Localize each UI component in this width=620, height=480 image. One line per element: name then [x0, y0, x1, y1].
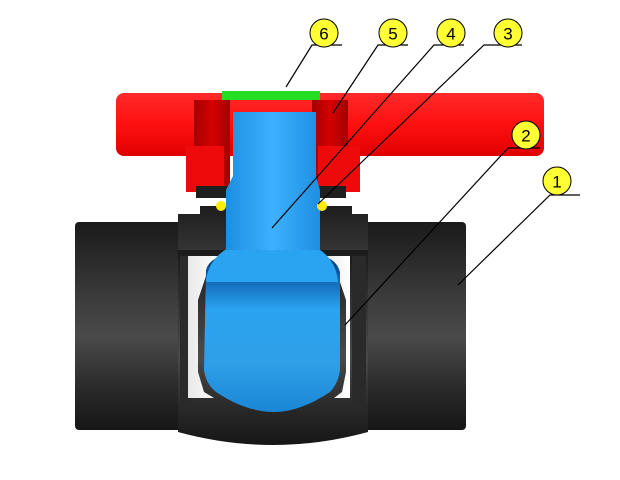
- body-inner-right: [352, 256, 366, 406]
- callout-3: 3: [493, 18, 523, 48]
- callout-6-label: 6: [319, 25, 328, 44]
- callout-5: 5: [378, 18, 408, 48]
- callout-2-badge: [511, 120, 541, 150]
- callout-6-badge: [309, 18, 339, 48]
- o-ring-left: [216, 201, 226, 211]
- callout-3-label: 3: [503, 25, 512, 44]
- ball: [204, 254, 340, 412]
- callout-1-label: 1: [552, 173, 561, 192]
- body-left-end: [75, 222, 183, 430]
- callout-5-label: 5: [388, 25, 397, 44]
- seat-left: [188, 256, 218, 398]
- callout-3-badge: [493, 18, 523, 48]
- leader-6: [285, 44, 342, 88]
- leader-1: [457, 194, 580, 286]
- o-ring-right: [317, 201, 327, 211]
- callout-1-badge: [542, 166, 572, 196]
- handle: [116, 93, 544, 198]
- callout-5-badge: [378, 18, 408, 48]
- stem: [226, 112, 320, 250]
- callout-2: 2: [511, 120, 541, 150]
- callout-4: 4: [436, 18, 466, 48]
- callout-6: 6: [309, 18, 339, 48]
- handle-skirt-left: [186, 146, 224, 192]
- callout-4-badge: [436, 18, 466, 48]
- ball-neck: [206, 244, 338, 282]
- seat-group: [188, 256, 350, 398]
- cap: [222, 91, 320, 100]
- callout-1: 1: [542, 166, 572, 196]
- body-right-end: [360, 222, 466, 430]
- callout-2-label: 2: [521, 127, 530, 146]
- seat-right: [326, 256, 350, 398]
- callout-4-label: 4: [446, 25, 455, 44]
